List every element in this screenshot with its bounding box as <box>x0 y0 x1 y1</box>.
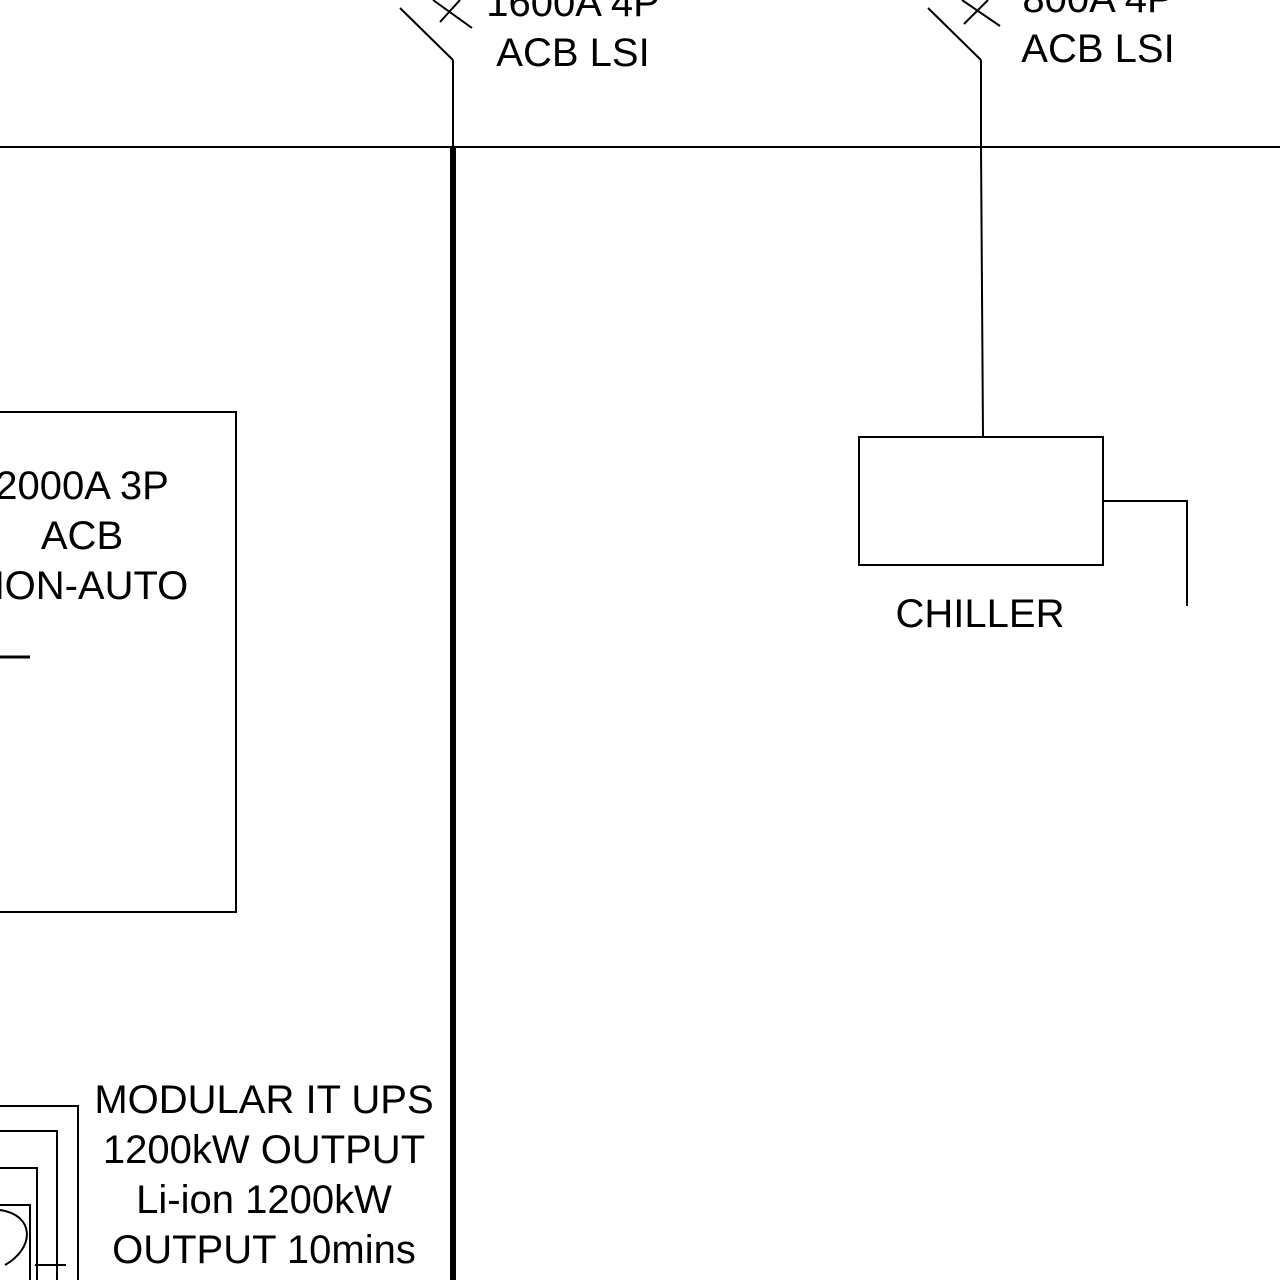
left-breaker-blade <box>399 7 454 61</box>
ups-label: MODULAR IT UPS 1200kW OUTPUT Li-ion 1200… <box>84 1075 444 1275</box>
ups-battery: Li-ion 1200kW <box>136 1178 392 1222</box>
left-breaker-cross-b <box>439 0 461 23</box>
main-breaker-rating: 2000A 3P <box>0 464 169 508</box>
right-breaker-type: ACB LSI <box>1021 27 1175 71</box>
main-breaker-mode: NON-AUTO <box>0 564 189 608</box>
chiller-earth-lead <box>1103 500 1188 606</box>
main-breaker-label: 2000A 3P ACB NON-AUTO <box>0 461 192 611</box>
main-breaker-type: ACB <box>40 514 124 558</box>
ups-outline-2 <box>0 1130 58 1280</box>
ups-runtime: OUTPUT 10mins <box>112 1228 416 1272</box>
ups-title: MODULAR IT UPS <box>94 1078 434 1122</box>
chiller-box <box>858 436 1104 566</box>
left-breaker-label: 1600A 4P ACB LSI <box>473 0 673 78</box>
left-breaker-cross-a <box>432 0 473 29</box>
ups-output: 1200kW OUTPUT <box>102 1128 426 1172</box>
ups-battery-curve <box>0 1209 28 1266</box>
right-breaker-cross-a <box>961 0 1001 27</box>
right-breaker-blade <box>927 7 982 61</box>
right-breaker-label: 800A 4P ACB LSI <box>998 0 1198 74</box>
chiller-feeder <box>980 146 984 438</box>
main-breaker-enclosure <box>0 411 237 913</box>
right-breaker-rating: 800A 4P <box>998 0 1198 24</box>
left-breaker-type: ACB LSI <box>496 31 650 75</box>
ups-outline-3 <box>0 1167 38 1280</box>
ups-outline-4 <box>0 1204 31 1280</box>
right-breaker-cross-b <box>963 0 989 25</box>
chiller-label: CHILLER <box>895 592 1065 636</box>
ups-outline-outer <box>0 1105 79 1280</box>
left-breaker-rating: 1600A 4P <box>486 0 660 25</box>
